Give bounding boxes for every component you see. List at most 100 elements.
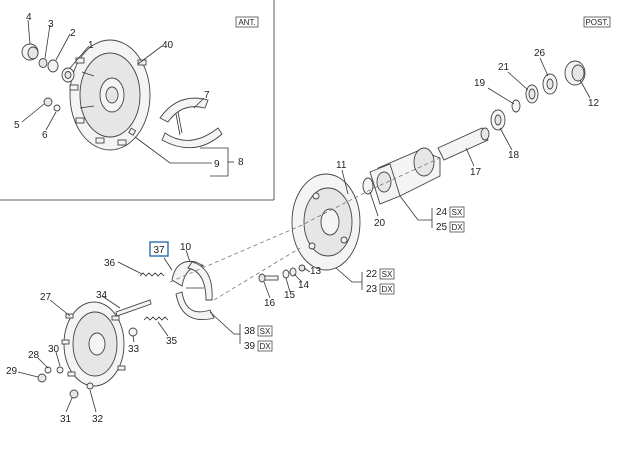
part-ring-2 bbox=[47, 59, 59, 73]
leader-10 bbox=[185, 249, 191, 263]
part-nut-5 bbox=[43, 97, 53, 107]
label-33: 33 bbox=[128, 344, 140, 355]
label-21: 21 bbox=[498, 62, 510, 73]
leader-9 bbox=[134, 136, 212, 164]
label-2: 2 bbox=[70, 28, 76, 39]
leader-27 bbox=[49, 299, 71, 317]
side-dx-25: DX bbox=[451, 223, 463, 232]
side-sx-38: SX bbox=[260, 327, 271, 336]
part-brake-shoes-10 bbox=[171, 260, 215, 320]
leader-30 bbox=[55, 351, 61, 367]
label-20: 20 bbox=[374, 218, 386, 229]
ant-tag: ANT. bbox=[238, 18, 255, 27]
label-30: 30 bbox=[48, 344, 60, 355]
label-18: 18 bbox=[508, 150, 520, 161]
label-39: 39 bbox=[244, 341, 256, 352]
label-37[interactable]: 37 bbox=[153, 245, 165, 256]
bracket-24-25 bbox=[399, 195, 432, 221]
leader-4 bbox=[27, 19, 31, 45]
part-bolt-16 bbox=[258, 273, 279, 283]
label-7: 7 bbox=[204, 90, 210, 101]
part-backing-plate-22-23 bbox=[291, 173, 361, 271]
label-3: 3 bbox=[48, 19, 54, 30]
part-ball-33 bbox=[128, 327, 138, 337]
part-cap-12 bbox=[564, 60, 586, 86]
part-washer-6 bbox=[53, 104, 61, 112]
part-ring-19 bbox=[511, 99, 521, 113]
label-12: 12 bbox=[588, 98, 600, 109]
leader-11 bbox=[341, 169, 349, 195]
part-ring-20 bbox=[362, 177, 374, 195]
label-27: 27 bbox=[40, 292, 52, 303]
label-19: 19 bbox=[474, 78, 486, 89]
part-cap-4 bbox=[21, 43, 39, 61]
leader-16 bbox=[263, 281, 271, 299]
side-sx-22: SX bbox=[382, 270, 393, 279]
part-hub-drum-40 bbox=[69, 39, 151, 151]
leader-34 bbox=[101, 295, 121, 309]
bracket-22-23 bbox=[335, 267, 362, 283]
highlight-37[interactable] bbox=[149, 241, 169, 257]
label-34: 34 bbox=[96, 290, 108, 301]
ant-tag-box bbox=[235, 16, 259, 28]
label-9: 9 bbox=[214, 159, 220, 170]
leader-36 bbox=[117, 261, 143, 275]
part-nut-29 bbox=[37, 373, 47, 383]
leader-20 bbox=[369, 191, 379, 217]
part-drum-27 bbox=[61, 301, 126, 387]
part-washer-28 bbox=[44, 366, 52, 374]
bracket-38-39 bbox=[209, 311, 240, 335]
part-washer-30 bbox=[56, 366, 64, 374]
leader-3 bbox=[44, 24, 51, 59]
leader-12 bbox=[579, 79, 591, 99]
label-11: 11 bbox=[336, 160, 347, 171]
label-29: 29 bbox=[6, 366, 18, 377]
leader-26 bbox=[539, 57, 549, 77]
label-32: 32 bbox=[92, 414, 104, 425]
side-sx-24: SX bbox=[452, 208, 463, 217]
label-24: 24 bbox=[436, 207, 448, 218]
part-bearing-1 bbox=[61, 67, 75, 83]
leader-5 bbox=[21, 103, 45, 123]
part-washer-32 bbox=[86, 382, 94, 390]
leader-6 bbox=[45, 111, 57, 131]
label-4: 4 bbox=[26, 12, 32, 23]
side-dx-23: DX bbox=[381, 285, 393, 294]
label-23: 23 bbox=[366, 284, 378, 295]
leader-17 bbox=[465, 147, 475, 167]
leader-31 bbox=[65, 397, 73, 413]
part-washer-15 bbox=[282, 269, 290, 279]
leader-14 bbox=[293, 273, 303, 283]
side-dx-39: DX bbox=[259, 342, 271, 351]
label-13: 13 bbox=[310, 266, 322, 277]
part-nut-3 bbox=[38, 58, 48, 68]
leader-35 bbox=[157, 321, 169, 337]
label-1: 1 bbox=[88, 40, 94, 51]
label-22: 22 bbox=[366, 269, 378, 280]
leader-7 bbox=[193, 97, 205, 109]
label-6: 6 bbox=[42, 130, 48, 141]
label-15: 15 bbox=[284, 290, 296, 301]
label-31: 31 bbox=[60, 414, 72, 425]
inset-frame bbox=[0, 0, 275, 201]
part-brake-shoe-set-8 bbox=[128, 97, 223, 149]
part-bearing-18 bbox=[490, 109, 506, 131]
label-10: 10 bbox=[180, 242, 192, 253]
leader-13 bbox=[303, 267, 311, 273]
leader-18 bbox=[499, 127, 513, 151]
part-housing-24-25 bbox=[369, 147, 441, 205]
leader-15 bbox=[285, 277, 291, 293]
label-14: 14 bbox=[298, 280, 310, 291]
leader-29 bbox=[17, 371, 39, 378]
label-40: 40 bbox=[162, 40, 174, 51]
part-seal-21 bbox=[525, 84, 539, 104]
label-38: 38 bbox=[244, 326, 256, 337]
leader-2 bbox=[55, 33, 71, 61]
label-26: 26 bbox=[534, 48, 546, 59]
part-shaft-17 bbox=[437, 127, 490, 161]
label-35: 35 bbox=[166, 336, 178, 347]
leader-33 bbox=[132, 335, 135, 343]
leader-21 bbox=[507, 71, 529, 91]
